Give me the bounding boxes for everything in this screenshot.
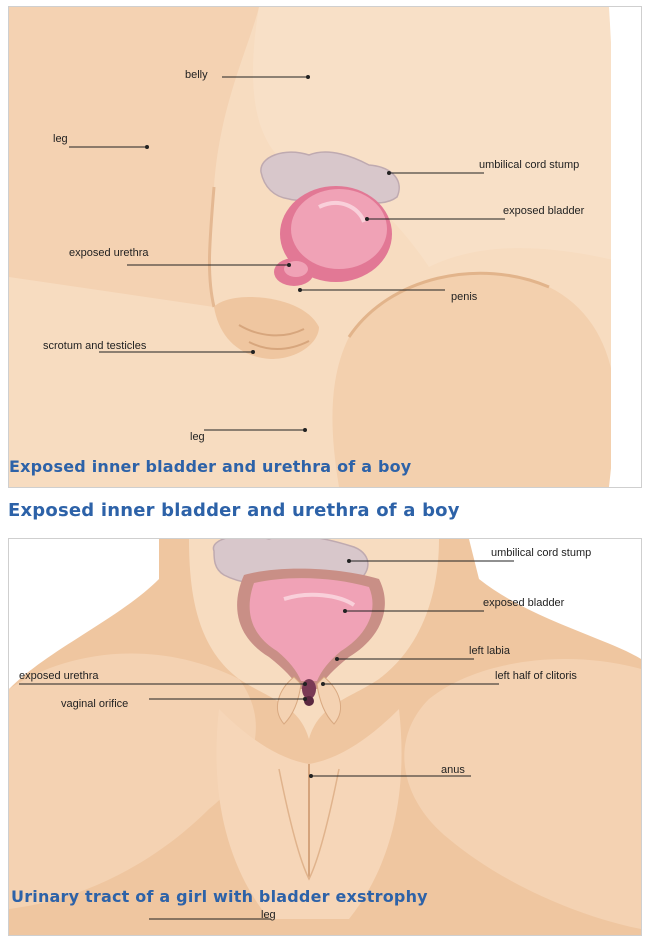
girl-label-anus: anus	[441, 764, 465, 776]
girl-label-exposed-urethra: exposed urethra	[19, 670, 99, 682]
boy-inner-caption: Exposed inner bladder and urethra of a b…	[9, 457, 411, 476]
label-leg: leg	[53, 133, 68, 145]
girl-label-vaginal-orifice: vaginal orifice	[61, 698, 128, 710]
girl-label-umbilical-cord-stump: umbilical cord stump	[491, 547, 591, 559]
girl-label-leg: leg	[261, 909, 276, 921]
girl-illustration-panel: umbilical cord stump exposed bladder lef…	[8, 538, 642, 936]
label-leg-bottom: leg	[190, 431, 205, 443]
girl-label-left-labia: left labia	[469, 645, 510, 657]
label-exposed-urethra: exposed urethra	[69, 247, 149, 259]
label-exposed-bladder: exposed bladder	[503, 205, 584, 217]
girl-caption: Urinary tract of a girl with bladder exs…	[11, 887, 428, 906]
label-belly: belly	[185, 69, 208, 81]
label-penis: penis	[451, 291, 477, 303]
girl-label-exposed-bladder: exposed bladder	[483, 597, 564, 609]
label-umbilical-cord-stump: umbilical cord stump	[479, 159, 579, 171]
girl-label-left-half-of-clitoris: left half of clitoris	[495, 670, 577, 682]
label-scrotum-and-testicles: scrotum and testicles	[43, 340, 146, 352]
boy-bladder	[291, 189, 387, 269]
boy-illustration-panel: belly leg umbilical cord stump exposed b…	[8, 6, 642, 488]
middle-caption: Exposed inner bladder and urethra of a b…	[8, 500, 460, 521]
